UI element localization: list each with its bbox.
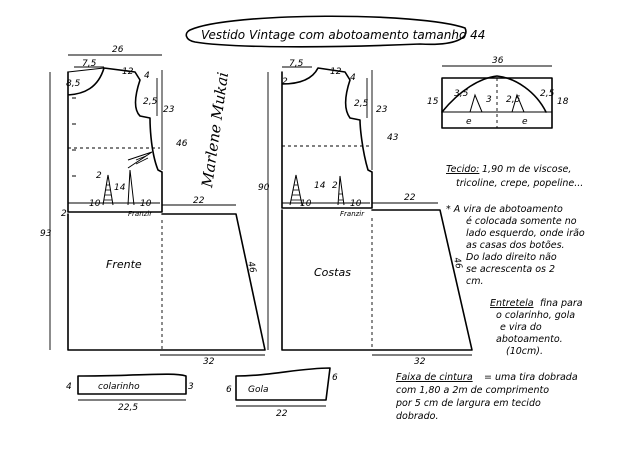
back-shoulder-len: 12 xyxy=(330,67,342,77)
sleeve-width: 36 xyxy=(492,56,504,66)
note-entretela-line-4: abotoamento. xyxy=(496,334,563,345)
note-faixa-line-1: = uma tira dobrada xyxy=(484,372,578,383)
front-armhole-h: 23 xyxy=(163,105,175,115)
front-armhole-w: 2,5 xyxy=(143,97,158,107)
note-entretela-line-1: fina para xyxy=(540,298,583,309)
sleeve-e2: e xyxy=(522,117,528,127)
note-tecido-line-1: 1,90 m de viscose, xyxy=(482,164,571,175)
sleeve-d1: 3,5 xyxy=(454,89,469,99)
note-faixa-line-4: dobrado. xyxy=(396,411,438,422)
front-dart-w: 2 xyxy=(96,171,102,181)
note-entretela-title: Entretela xyxy=(490,298,534,309)
front-shoulder: 7,5 xyxy=(82,59,97,69)
note-vira-line-1: * A vira de abotoamento xyxy=(446,204,563,215)
front-waist-a: 10 xyxy=(89,199,101,209)
pattern-title: Vestido Vintage com abotoamento tamanho … xyxy=(201,28,485,42)
notes-block: Tecido: 1,90 m de viscose, tricoline, cr… xyxy=(395,164,585,422)
back-dart-w: 2 xyxy=(332,181,338,191)
gola-label: Gola xyxy=(248,385,269,395)
back-label: Costas xyxy=(314,266,351,279)
front-franzir: Franzir xyxy=(128,210,153,218)
front-dart-h: 14 xyxy=(114,183,126,193)
back-hem: 32 xyxy=(414,357,426,367)
back-franzir: Franzir xyxy=(340,210,365,218)
note-entretela-line-3: e vira do xyxy=(500,322,542,333)
collar-h: 4 xyxy=(66,382,72,392)
gola-h: 6 xyxy=(226,385,232,395)
front-waist-b: 10 xyxy=(140,199,152,209)
note-faixa-line-3: por 5 cm de largura em tecido xyxy=(395,398,541,409)
note-entretela-line-2: o colarinho, gola xyxy=(496,310,575,321)
front-shoulder-drop: 4 xyxy=(144,71,150,81)
front-neck-depth: 8,5 xyxy=(66,79,81,89)
note-tecido-line-2: tricoline, crepe, popeline... xyxy=(456,178,583,189)
sleeve-pattern: 36 15 18 3,5 3 2,5 2,5 e e xyxy=(427,56,569,129)
note-vira-line-3: lado esquerdo, onde irão xyxy=(466,228,585,239)
back-armhole-w: 2,5 xyxy=(354,99,369,109)
collar-h2: 3 xyxy=(188,382,194,392)
gola-h2: 6 xyxy=(332,373,338,383)
collar-pattern: colarinho 4 3 22,5 xyxy=(66,373,194,413)
front-pattern: 26 7,5 8,5 4 12 2,5 23 46 14 2 10 10 xyxy=(40,45,266,367)
front-bodice-h: 46 xyxy=(176,139,188,149)
title-frame xyxy=(185,15,467,48)
sleeve-left-h: 15 xyxy=(427,97,439,107)
note-faixa-title: Faixa de cintura xyxy=(396,372,473,383)
sleeve-d3: 2,5 xyxy=(506,95,521,105)
back-bodice-h: 43 xyxy=(387,133,399,143)
back-shoulder-drop: 4 xyxy=(350,73,356,83)
collar-label: colarinho xyxy=(98,382,140,392)
front-side-len: 46 xyxy=(245,261,257,275)
note-entretela-line-5: (10cm). xyxy=(506,346,543,357)
back-waist-b: 10 xyxy=(350,199,362,209)
back-total-len: 90 xyxy=(258,183,270,193)
back-dart-h: 14 xyxy=(314,181,326,191)
back-shoulder: 7,5 xyxy=(289,59,304,69)
sleeve-d4: 2,5 xyxy=(540,89,555,99)
front-dim-2: 2 xyxy=(61,209,67,219)
note-tecido-title: Tecido: xyxy=(446,164,479,175)
front-hem-top: 22 xyxy=(193,196,205,206)
signature: Marlene Mukai xyxy=(198,71,232,190)
front-hem: 32 xyxy=(203,357,215,367)
sleeve-right-h: 18 xyxy=(557,97,569,107)
note-vira-line-5: Do lado direito não xyxy=(466,252,557,263)
collar-width: 22,5 xyxy=(118,403,138,413)
front-width-top: 26 xyxy=(112,45,124,55)
gola-width: 22 xyxy=(276,409,288,419)
back-side-len: 46 xyxy=(451,257,463,271)
note-vira-line-4: as casas dos botões. xyxy=(466,240,565,251)
back-neck-depth: 2 xyxy=(282,77,288,87)
back-armhole-h: 23 xyxy=(376,105,388,115)
front-label: Frente xyxy=(106,258,142,271)
note-vira-line-7: cm. xyxy=(466,276,484,287)
back-waist-a: 10 xyxy=(300,199,312,209)
gola-pattern: Gola 6 6 22 xyxy=(226,367,338,419)
front-total-len: 93 xyxy=(40,229,52,239)
note-vira-line-6: se acrescenta os 2 xyxy=(466,264,555,275)
sleeve-e: e xyxy=(466,117,472,127)
back-pattern: 7,5 2 12 4 2,5 23 43 14 2 10 10 Franzir … xyxy=(258,59,473,367)
sleeve-d2: 3 xyxy=(486,95,492,105)
back-hem-top: 22 xyxy=(404,193,416,203)
note-vira-line-2: é colocada somente no xyxy=(466,216,577,227)
front-shoulder-len: 12 xyxy=(122,67,134,77)
note-faixa-line-2: com 1,80 a 2m de comprimento xyxy=(396,385,549,396)
